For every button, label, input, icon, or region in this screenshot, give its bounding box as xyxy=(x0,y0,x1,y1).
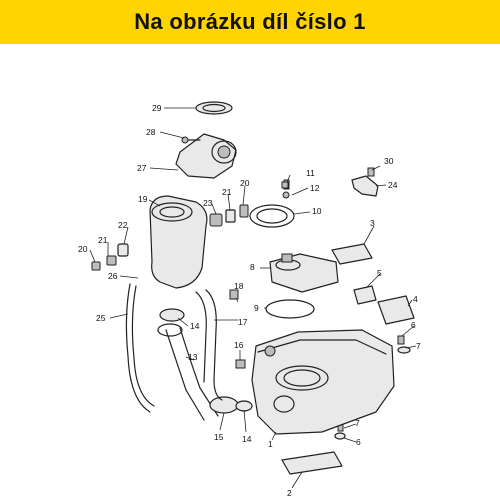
callout-25: 28 xyxy=(146,127,156,137)
callout-7-top: 7 xyxy=(416,341,421,351)
part-bracket xyxy=(351,167,379,197)
callout-12: 12 xyxy=(310,183,320,193)
parts-diagram: 29 28 27 19 22 21 20 26 25 21 20 23 11 1… xyxy=(78,101,421,498)
callout-labels: 29 28 27 19 22 21 20 26 25 21 20 23 11 1… xyxy=(78,103,421,498)
part-clip xyxy=(353,285,377,305)
callout-28: 26 xyxy=(108,271,118,281)
part-bolts xyxy=(281,181,411,440)
callout-2: 2 xyxy=(287,488,292,498)
callout-30: 30 xyxy=(384,156,394,166)
leader-lines xyxy=(89,107,417,489)
part-fuel-pump xyxy=(269,253,339,293)
callout-23: 23 xyxy=(203,198,213,208)
callout-9: 9 xyxy=(254,303,259,313)
callout-7-bottom: 7 xyxy=(355,418,360,428)
header-title: Na obrázku díl číslo 1 xyxy=(134,9,366,34)
callout-11: 11 xyxy=(306,168,315,178)
callout-29: 24 xyxy=(388,180,398,190)
callout-24: 27 xyxy=(137,163,147,173)
part-filler-neck xyxy=(175,133,237,179)
callout-20-right: 20 xyxy=(240,178,250,188)
callout-4: 4 xyxy=(413,294,418,304)
part-fuel-cap-ring xyxy=(195,101,233,115)
callout-16: 17 xyxy=(238,317,248,327)
part-filler-body xyxy=(149,195,208,289)
callout-19: 19 xyxy=(138,194,148,204)
callout-21-left: 21 xyxy=(98,235,108,245)
part-small-fittings xyxy=(91,204,249,271)
part-fuel-tank xyxy=(251,329,395,435)
callout-20-left: 20 xyxy=(78,244,88,254)
callout-17: 16 xyxy=(234,340,244,350)
callout-13: 13 xyxy=(188,352,198,362)
callout-3: 3 xyxy=(370,218,375,228)
callout-8: 8 xyxy=(250,262,255,272)
header-banner: Na obrázku díl číslo 1 xyxy=(0,0,500,44)
callout-26: 29 xyxy=(152,103,162,113)
callout-22: 22 xyxy=(118,220,128,230)
callout-1: 1 xyxy=(268,439,273,449)
callout-14-top: 14 xyxy=(190,321,200,331)
callout-5: 5 xyxy=(377,268,382,278)
callout-21-right: 21 xyxy=(222,187,232,197)
callout-14-bottom: 14 xyxy=(242,434,252,444)
part-pads xyxy=(281,243,415,475)
part-oring xyxy=(265,299,315,319)
callout-6-bottom: 6 xyxy=(356,437,361,447)
callout-18: 18 xyxy=(234,281,244,291)
callout-27: 25 xyxy=(96,313,106,323)
callout-15: 15 xyxy=(214,432,224,442)
callout-6-top: 6 xyxy=(411,320,416,330)
callout-10: 10 xyxy=(312,206,322,216)
